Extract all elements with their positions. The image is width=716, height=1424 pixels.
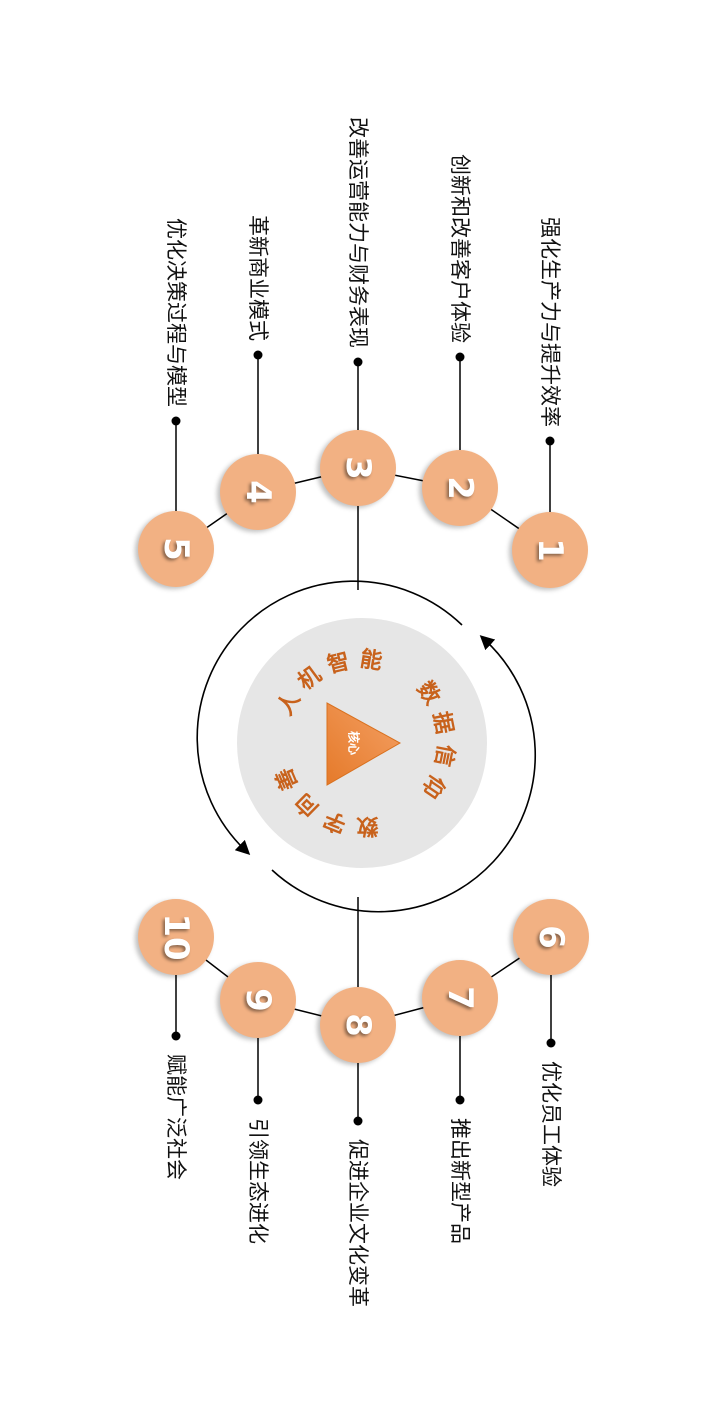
step-node: 9 (220, 962, 296, 1038)
pin-dot (353, 357, 363, 367)
pin-dot (546, 1038, 556, 1048)
step-node: 4 (220, 454, 296, 530)
step-label: 赋能广泛社会 (164, 1054, 188, 1180)
step-number: 9 (238, 988, 278, 1012)
pin-dot (455, 1095, 465, 1105)
cycle-arrow-upper (196, 580, 463, 856)
step-node: 6 (513, 899, 589, 975)
cycle-arrow-lower (271, 635, 536, 913)
step-node: 7 (422, 960, 498, 1036)
step-number: 4 (238, 480, 278, 504)
step-label: 革新商业模式 (246, 215, 270, 341)
pin-dot (253, 1095, 263, 1105)
step-label: 强化生产力与提升效率 (538, 217, 562, 427)
step-label: 创新和改善客户体验 (448, 154, 472, 343)
pin-dot (253, 350, 263, 360)
step-node: 10 (138, 899, 214, 975)
step-number: 10 (156, 913, 196, 961)
pin-dot (171, 416, 181, 426)
core-triangle (326, 702, 402, 786)
step-node: 2 (422, 450, 498, 526)
pin-dot (545, 436, 555, 446)
step-number: 1 (530, 538, 570, 562)
step-node: 3 (320, 430, 396, 506)
step-number: 6 (531, 925, 571, 949)
step-number: 2 (440, 476, 480, 500)
pin-dot (171, 1031, 181, 1041)
step-label: 改善运营能力与财务表现 (346, 117, 370, 348)
step-node: 1 (512, 512, 588, 588)
step-number: 7 (440, 986, 480, 1010)
pin-dot (455, 352, 465, 362)
pin-dot (353, 1116, 363, 1126)
step-label: 优化员工体验 (539, 1061, 563, 1187)
step-number: 3 (338, 456, 378, 480)
step-number: 5 (156, 537, 196, 561)
core-label: 核心 (346, 730, 361, 756)
step-number: 8 (338, 1013, 378, 1037)
step-label: 引领生态进化 (246, 1118, 270, 1244)
step-node: 8 (320, 987, 396, 1063)
step-label: 促进企业文化变革 (346, 1139, 370, 1307)
step-label: 推出新型产品 (448, 1118, 472, 1244)
step-label: 优化决策过程与模型 (164, 218, 188, 407)
step-node: 5 (138, 511, 214, 587)
